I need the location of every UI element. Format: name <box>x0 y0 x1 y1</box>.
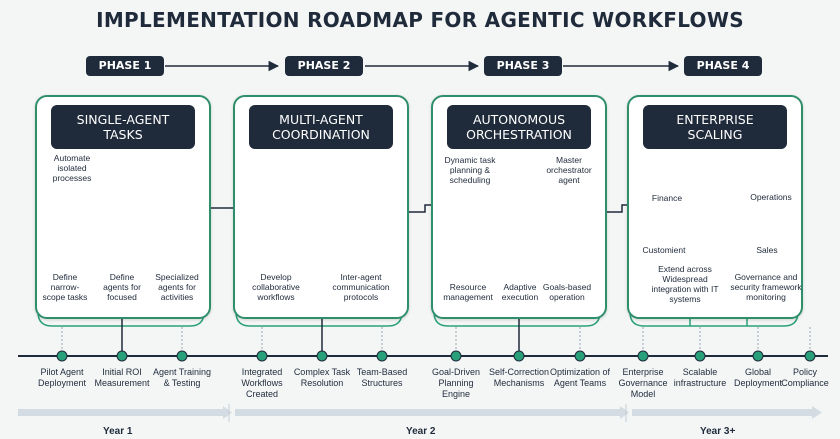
phase-2-label: Develop collaborative workflows <box>252 272 300 302</box>
phase-4-label: Customient <box>642 245 686 255</box>
milestone-label: Pilot Agent Deployment <box>37 367 87 388</box>
milestone-dot <box>176 350 188 362</box>
milestone-label: Goal-Driven Planning Engine <box>431 367 480 399</box>
milestone-dot <box>637 350 649 362</box>
milestone-label: Global Deployment <box>733 367 783 388</box>
milestone-dot <box>376 350 388 362</box>
page-title: IMPLEMENTATION ROADMAP FOR AGENTIC WORKF… <box>96 8 744 32</box>
phase-4-label: Extend across Widespread integration wit… <box>651 264 719 304</box>
milestone-label: Self-Correction Mechanisms <box>488 367 550 388</box>
milestone-dot <box>804 350 816 362</box>
phase-3-label: Resource management <box>443 282 493 302</box>
milestone-dot <box>116 350 128 362</box>
milestone-dot <box>694 350 706 362</box>
milestone-dot <box>574 350 586 362</box>
milestone-dot <box>752 350 764 362</box>
phase-4-label: Governance and security framework monito… <box>730 272 802 302</box>
phase-3-pill: PHASE 3 <box>484 56 562 76</box>
milestone-label: Optimization of Agent Teams <box>549 367 611 388</box>
phase-2-title: MULTI-AGENT COORDINATION <box>249 105 393 149</box>
milestone-dot <box>450 350 462 362</box>
phase-3-label: Dynamic task planning & scheduling <box>444 155 496 185</box>
milestone-label: Policy Compliance <box>781 367 829 388</box>
phase-2-pill: PHASE 2 <box>285 56 363 76</box>
phase-1-label: Automate isolated processes <box>52 153 92 183</box>
phase-1-card: SINGLE-AGENT TASKS <box>35 95 211 319</box>
milestone-dot <box>256 350 268 362</box>
phase-1-title: SINGLE-AGENT TASKS <box>51 105 195 149</box>
milestone-dot <box>513 350 525 362</box>
year-3-label: Year 3+ <box>700 426 736 437</box>
phase-2-label: Inter-agent communication protocols <box>332 272 390 302</box>
milestone-label: Team-Based Structures <box>356 367 408 388</box>
phase-3-label: Adaptive execution <box>501 282 539 302</box>
phase-3-label: Master orchestrator agent <box>546 155 592 185</box>
phase-3-card: AUTONOMOUS ORCHESTRATION <box>431 95 607 319</box>
phase-1-pill: PHASE 1 <box>86 56 164 76</box>
milestone-label: Initial ROI Measurement <box>94 367 150 388</box>
phase-1-label: Define agents for focused <box>103 272 141 302</box>
milestone-dot <box>316 350 328 362</box>
milestone-label: Complex Task Resolution <box>293 367 351 388</box>
year-1-label: Year 1 <box>103 426 133 437</box>
milestone-label: Agent Training & Testing <box>152 367 212 388</box>
milestone-label: Enterprise Governance Model <box>618 367 668 399</box>
phase-2-card: MULTI-AGENT COORDINATION <box>233 95 409 319</box>
phase-4-title: ENTERPRISE SCALING <box>643 105 787 149</box>
phase-3-label: Goals-based operation <box>542 282 592 302</box>
phase-3-title: AUTONOMOUS ORCHESTRATION <box>447 105 591 149</box>
phase-4-label: Finance <box>651 193 683 203</box>
milestone-label: Integrated Workflows Created <box>241 367 283 399</box>
phase-1-label: Specialized agents for activities <box>155 272 199 302</box>
phase-4-pill: PHASE 4 <box>684 56 762 76</box>
milestone-dot <box>56 350 68 362</box>
phase-4-label: Operations <box>750 192 792 202</box>
phase-4-label: Sales <box>756 245 778 255</box>
year-2-label: Year 2 <box>406 426 436 437</box>
milestone-label: Scalable infrastructure <box>673 367 727 388</box>
phase-1-label: Define narrow-scope tasks <box>42 272 88 302</box>
phase-4-card: ENTERPRISE SCALING <box>627 95 803 319</box>
